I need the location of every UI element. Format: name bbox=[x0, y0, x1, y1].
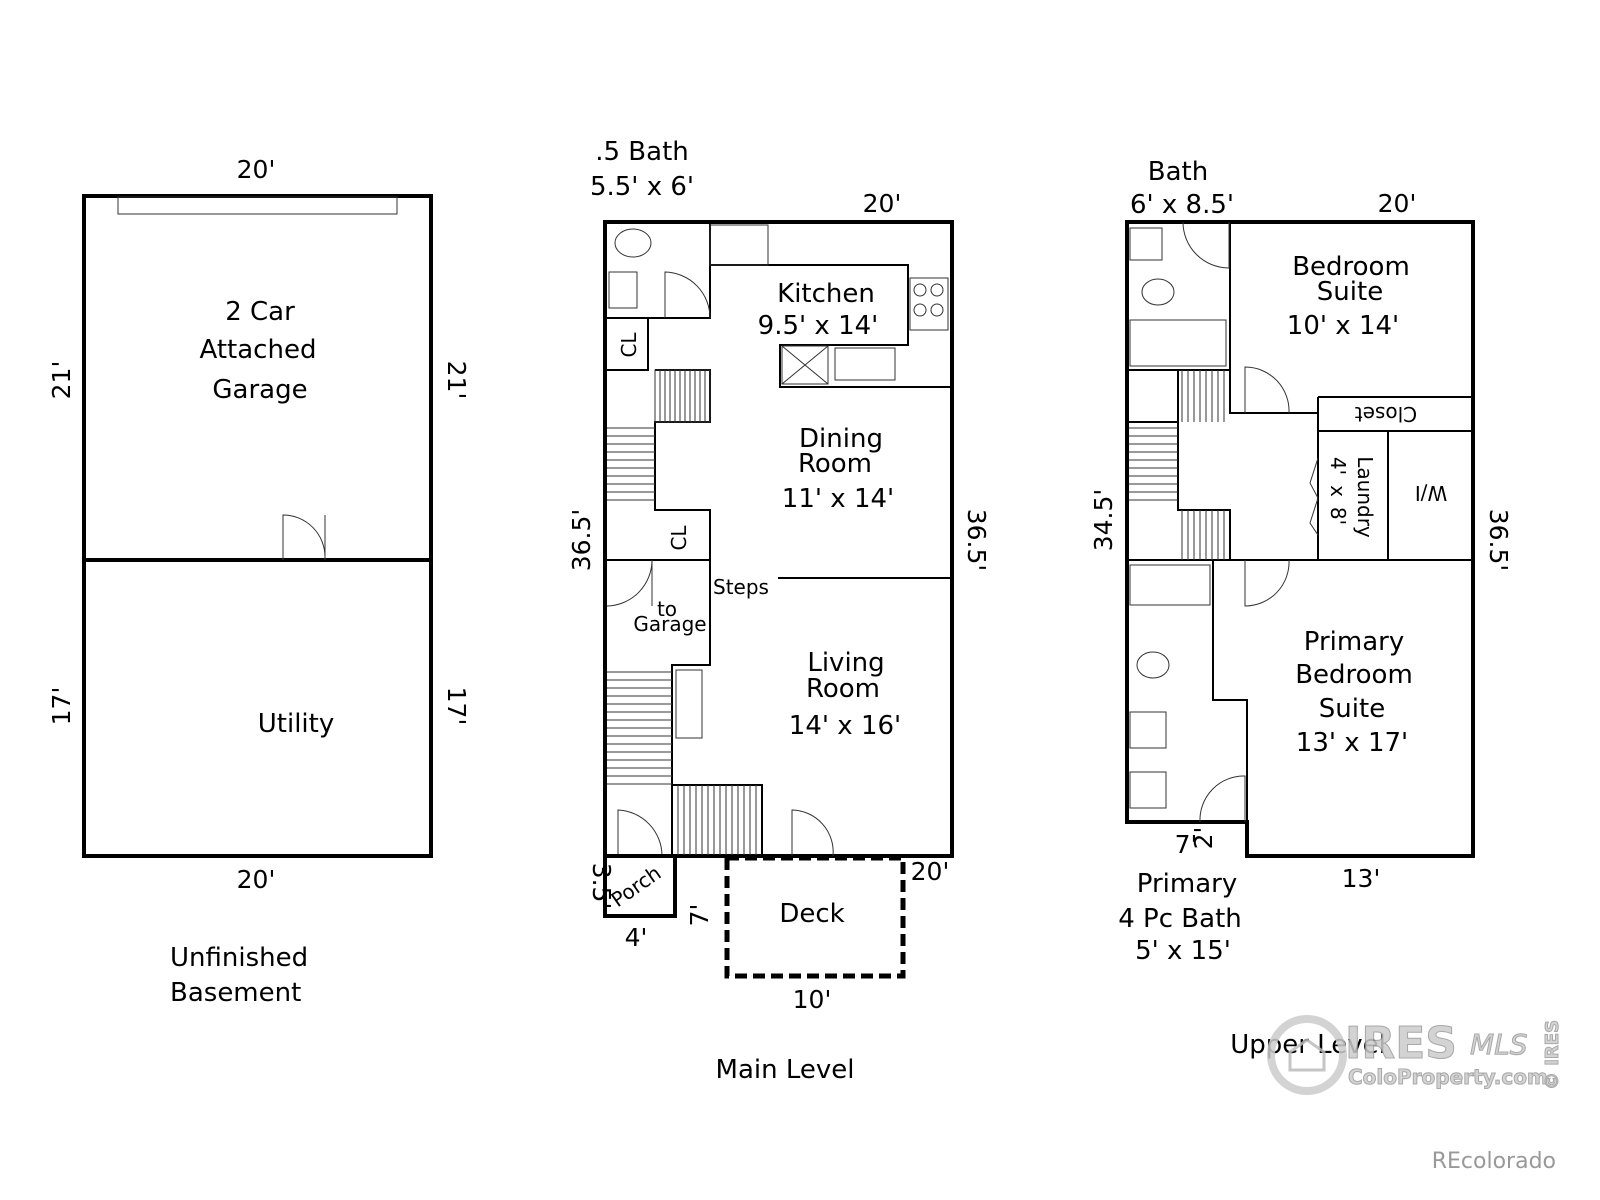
closet-label: Closet bbox=[1355, 402, 1417, 426]
upper-level-plan: Bath 6' x 8.5' 20' Bedroom Suite 10' x 1… bbox=[1089, 157, 1513, 1060]
primary-walls bbox=[1127, 559, 1473, 822]
dim-top: 20' bbox=[863, 189, 902, 218]
bedroom-label: Bedroom bbox=[1292, 252, 1410, 282]
upper-level-title: Upper Level bbox=[1230, 1030, 1386, 1060]
laundry-dims: 8' bbox=[1326, 507, 1350, 525]
main-level-title: Main Level bbox=[716, 1055, 855, 1085]
garage-label: 2 Car bbox=[225, 297, 295, 327]
living-label: Living bbox=[807, 648, 884, 678]
laundry-label: Laundry bbox=[1353, 456, 1377, 538]
house-icon bbox=[1288, 1038, 1326, 1072]
bath-label: Bath bbox=[1148, 157, 1208, 187]
primary-bath-label: Primary bbox=[1137, 869, 1237, 899]
watermark-mls: MLS bbox=[1470, 1028, 1528, 1061]
dim-bottom: 20' bbox=[911, 857, 950, 886]
dim-notch-h: 2' bbox=[1189, 827, 1218, 850]
primary-label: Bedroom bbox=[1295, 660, 1413, 690]
deck bbox=[724, 855, 906, 979]
primary-label: Primary bbox=[1304, 627, 1404, 657]
dim-bottom: 20' bbox=[237, 865, 276, 894]
utility-label: Utility bbox=[258, 709, 334, 739]
dim-left: 34.5' bbox=[1089, 489, 1118, 552]
dim-utility-left: 17' bbox=[47, 687, 76, 726]
primary-dims: 13' x 17' bbox=[1296, 728, 1408, 758]
steps-label: Steps bbox=[713, 575, 769, 599]
dim-top: 20' bbox=[1378, 189, 1417, 218]
living-dims: 14' x 16' bbox=[789, 711, 901, 741]
garage-label: Attached bbox=[200, 335, 317, 365]
recolorado-credit: REcolorado bbox=[1432, 1149, 1556, 1174]
closet-label: CL bbox=[667, 525, 691, 551]
half-bath-label: .5 Bath bbox=[595, 137, 689, 167]
dim-left: 36.5' bbox=[567, 509, 596, 572]
basement-title: Unfinished bbox=[170, 943, 308, 973]
watermark-side: © IRES bbox=[1542, 1020, 1563, 1090]
bedroom-label: Suite bbox=[1317, 277, 1383, 307]
to-garage-label: to bbox=[657, 597, 677, 621]
to-garage-label: Garage bbox=[633, 612, 706, 636]
dim-top: 20' bbox=[237, 155, 276, 184]
upper-outline bbox=[1125, 220, 1475, 858]
primary-bath-dims: 5' x 15' bbox=[1135, 936, 1231, 966]
dim-deck-w: 10' bbox=[793, 985, 832, 1014]
living-label: Room bbox=[806, 674, 880, 704]
dim-garage-left: 21' bbox=[47, 361, 76, 400]
bedroom-walls bbox=[1229, 222, 1473, 560]
dining-label: Room bbox=[798, 449, 872, 479]
dim-right: 36.5' bbox=[962, 509, 991, 572]
watermark-site: ColoProperty.com bbox=[1348, 1065, 1548, 1089]
garage-door bbox=[117, 196, 398, 215]
walk-in-label: W/I bbox=[1415, 481, 1447, 505]
door-swing bbox=[282, 514, 326, 560]
fixtures bbox=[1129, 221, 1319, 823]
main-outline bbox=[603, 220, 954, 858]
bedroom-dims: 10' x 14' bbox=[1287, 311, 1399, 341]
kitchen-dims: 9.5' x 14' bbox=[758, 311, 879, 341]
dim-notch-w: 7' bbox=[1175, 830, 1198, 859]
garage-label: Garage bbox=[212, 375, 307, 405]
bath-dims: 6' x 8.5' bbox=[1130, 190, 1234, 220]
basement-title: Basement bbox=[170, 978, 301, 1008]
porch bbox=[603, 854, 677, 918]
laundry-dims: x bbox=[1326, 485, 1350, 497]
deck-label: Deck bbox=[779, 899, 844, 929]
main-level-plan: .5 Bath 5.5' x 6' 20' 36.5' 36.5' 20' Ki… bbox=[567, 137, 991, 1085]
dim-right: 36.5' bbox=[1484, 509, 1513, 572]
stairs bbox=[606, 224, 949, 857]
half-bath-dims: 5.5' x 6' bbox=[590, 172, 694, 202]
stair-walls bbox=[605, 369, 711, 561]
dim-porch-w: 4' bbox=[625, 923, 648, 952]
watermark-brand: IRES bbox=[1345, 1018, 1457, 1069]
primary-label: Suite bbox=[1319, 694, 1385, 724]
basement-plan: 20' 20' 21' 21' 17' 17' 2 Car Attached G… bbox=[47, 155, 471, 1008]
laundry-dims: 4' bbox=[1326, 457, 1350, 475]
primary-bath-label: 4 Pc Bath bbox=[1118, 904, 1242, 934]
basement-outline bbox=[82, 194, 433, 858]
closet-wall bbox=[605, 318, 649, 371]
dim-bottom: 13' bbox=[1342, 864, 1381, 893]
closet-label: CL bbox=[617, 332, 641, 358]
house-logo-icon bbox=[1267, 1015, 1347, 1095]
dining-label: Dining bbox=[799, 424, 883, 454]
dining-dims: 11' x 14' bbox=[782, 484, 894, 514]
dim-deck-h: 7' bbox=[685, 904, 714, 927]
dim-garage-right: 21' bbox=[442, 361, 471, 400]
dim-porch-h: 3.5' bbox=[587, 863, 616, 910]
ires-watermark: IRES MLS ColoProperty.com © IRES bbox=[1267, 1015, 1564, 1095]
stair-walls bbox=[1127, 369, 1231, 560]
dim-utility-right: 17' bbox=[442, 687, 471, 726]
kitchen-label: Kitchen bbox=[777, 279, 875, 309]
